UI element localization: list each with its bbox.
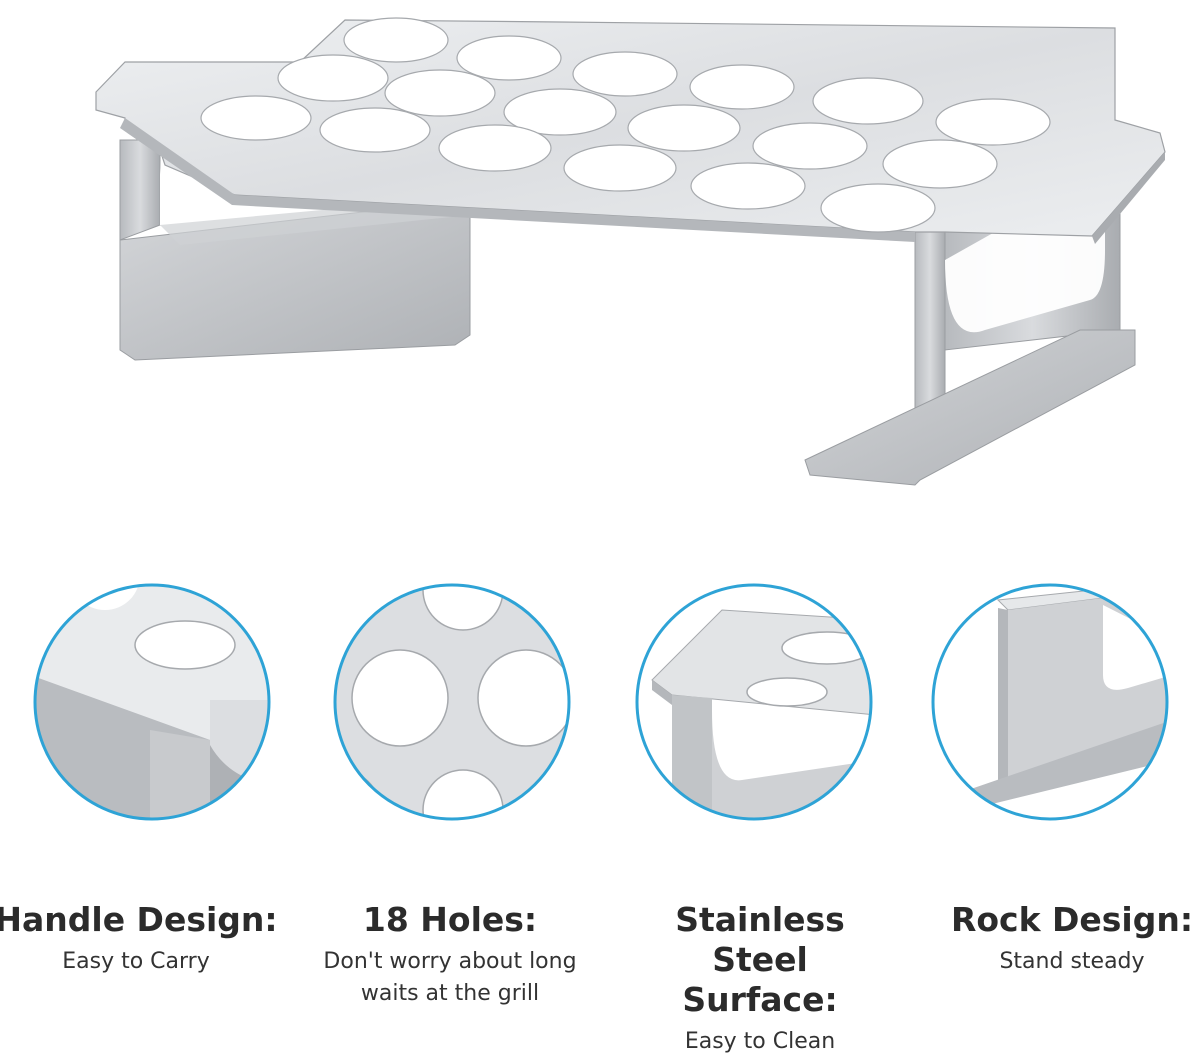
feature-title: Rock Design: bbox=[950, 900, 1194, 939]
feature-18-holes: 18 Holes: Don't worry about long waits a… bbox=[300, 900, 600, 1010]
handle-closeup bbox=[33, 583, 271, 821]
product-rack-illustration bbox=[95, 17, 1166, 486]
feature-subtitle: Don't worry about long waits at the gril… bbox=[323, 949, 577, 1006]
feature-handle-design: Handle Design: Easy to Carry bbox=[0, 900, 286, 978]
feature-subtitle: Easy to Carry bbox=[62, 949, 210, 974]
feature-title: Stainless Steel Surface: bbox=[675, 900, 845, 1019]
feature-subtitle: Easy to Clean bbox=[684, 1029, 836, 1054]
rack-holes bbox=[200, 17, 1051, 233]
surface-closeup bbox=[635, 583, 873, 821]
feature-rock-design: Rock Design: Stand steady bbox=[922, 900, 1200, 978]
feature-title: 18 Holes: bbox=[362, 900, 538, 939]
leg-closeup bbox=[931, 583, 1169, 821]
holes-closeup bbox=[333, 583, 571, 821]
feature-subtitle: Stand steady bbox=[999, 949, 1145, 974]
feature-title: Handle Design: bbox=[0, 900, 278, 939]
feature-stainless-steel-surface: Stainless Steel Surface: Easy to Clean bbox=[610, 900, 910, 1058]
